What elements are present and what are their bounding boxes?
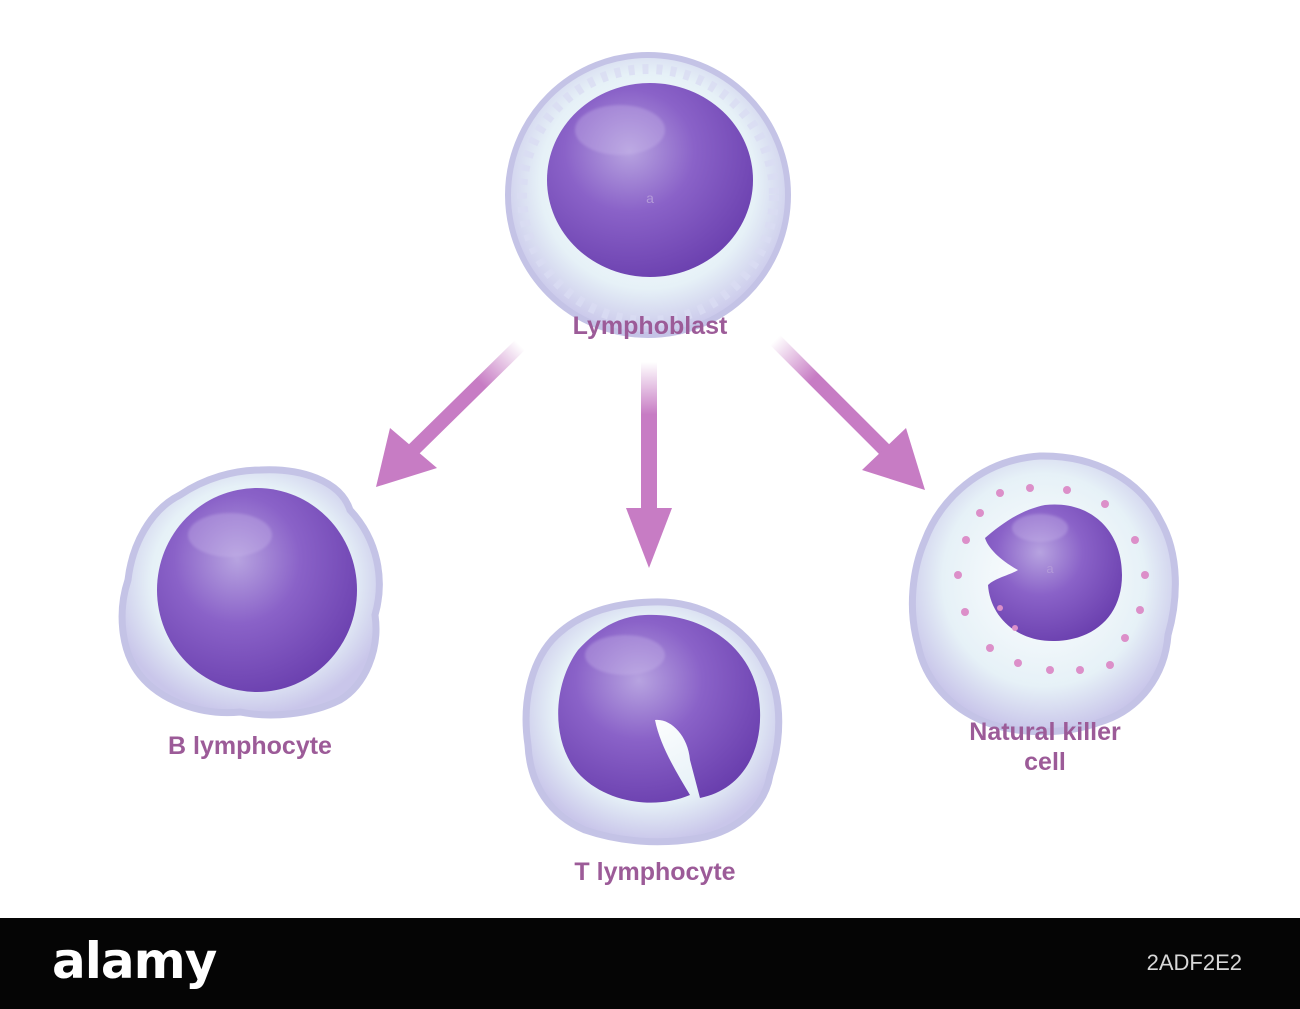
t-lymphocyte-label: T lymphocyte: [574, 858, 736, 886]
natural-killer-granules: [954, 484, 1149, 674]
lymphoblast-nucleus-mark: a: [646, 190, 654, 206]
natural-killer-nucleus: [985, 504, 1122, 642]
natural-killer-nucleus-mark: a: [1046, 561, 1054, 576]
stock-footer-bar: alamy 2ADF2E2: [0, 918, 1300, 1009]
natural-killer-nucleus-highlight: [1012, 514, 1068, 542]
lymphoblast-nucleus-highlight: [575, 105, 665, 155]
arrow-to-natural-killer-cell: [770, 335, 925, 490]
t-lymphocyte-cell: [522, 598, 783, 846]
lymphoblast-cell: a: [505, 52, 791, 338]
natural-killer-label-line-1: Natural killer: [969, 718, 1121, 746]
natural-killer-label: Natural killer cell: [895, 717, 1195, 777]
arrow-to-t-lymphocyte: [626, 362, 672, 568]
b-lymphocyte-cell: [118, 466, 383, 719]
lymphoblast-membrane-texture: [517, 64, 779, 326]
natural-killer-cell: a: [908, 452, 1179, 736]
stock-image-id: 2ADF2E2: [1146, 950, 1242, 975]
lymphocyte-diagram: a a: [118, 52, 1179, 846]
lymphoblast-label: Lymphoblast: [572, 312, 728, 340]
b-lymphocyte-label: B lymphocyte: [168, 732, 332, 760]
t-lymphocyte-nucleus-highlight: [585, 635, 665, 675]
alamy-logo: alamy: [52, 932, 217, 990]
natural-killer-label-line-2: cell: [1024, 748, 1066, 776]
b-lymphocyte-nucleus-highlight: [188, 513, 272, 557]
arrow-to-b-lymphocyte: [376, 340, 525, 487]
